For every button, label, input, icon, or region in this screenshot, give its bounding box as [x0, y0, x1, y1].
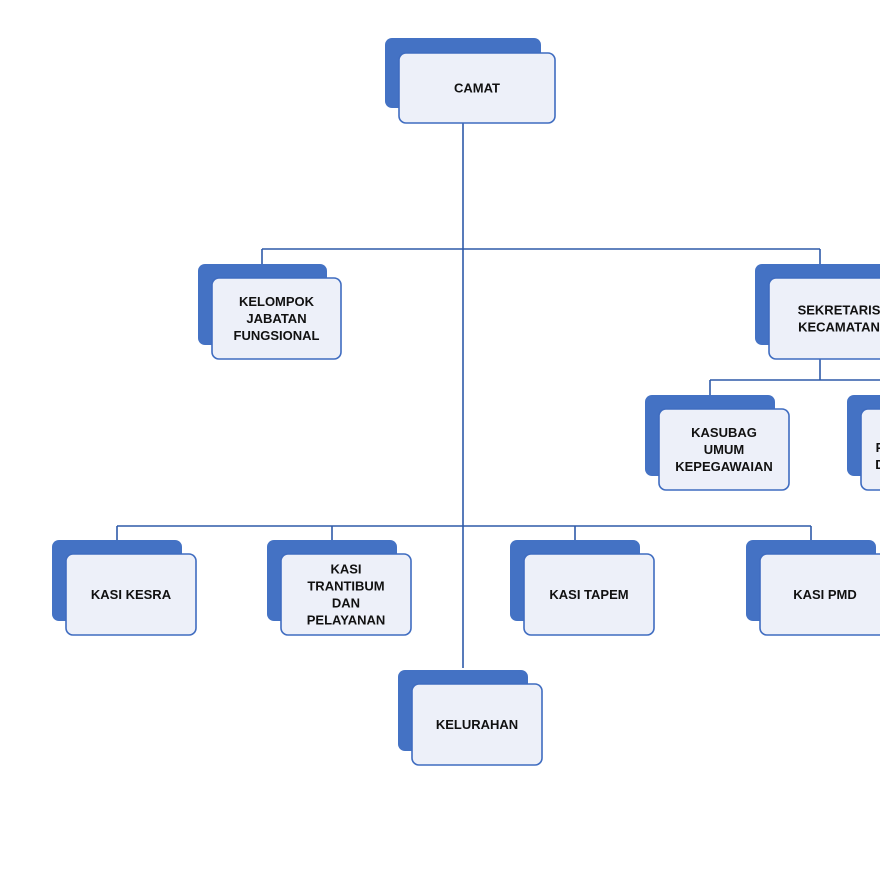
org-node-kasi-trantibum-dan-pelayanan: KASI TRANTIBUM DAN PELAYANAN — [267, 540, 412, 636]
org-node-kasi-tapem: KASI TAPEM — [510, 540, 655, 636]
node-label-line: KASI PMD — [793, 587, 857, 602]
org-node-partial-right-box: PD — [847, 395, 880, 491]
org-node-kasubag-umum-kepegawaian: KASUBAG UMUM KEPEGAWAIAN — [645, 395, 790, 491]
node-label-line: FUNGSIONAL — [234, 328, 320, 343]
org-node-camat: CAMAT — [385, 38, 556, 124]
node-card — [280, 553, 412, 636]
node-card — [759, 553, 880, 636]
node-label-line: KECAMATAN — [798, 320, 880, 335]
node-card — [411, 683, 543, 766]
node-label-line: KASUBAG — [691, 425, 757, 440]
node-card — [860, 408, 880, 491]
node-label-line: KASI KESRA — [91, 587, 172, 602]
org-node-kelompok-jabatan-fungsional: KELOMPOK JABATAN FUNGSIONAL — [198, 264, 342, 360]
node-label-line: KASI — [330, 562, 361, 577]
connector-lines — [116, 123, 880, 668]
node-label-line: DAN — [332, 596, 360, 611]
node-label-line: PELAYANAN — [307, 613, 386, 628]
node-label-line: CAMAT — [454, 81, 500, 96]
node-label-line: UMUM — [704, 442, 744, 457]
node-card — [65, 553, 197, 636]
node-card — [398, 52, 556, 124]
node-card — [658, 408, 790, 491]
node-label-line: KEPEGAWAIAN — [675, 459, 773, 474]
org-nodes: CAMAT KELOMPOK JABATAN FUNGSIONAL SEKRETARIS… — [52, 38, 880, 766]
org-node-kasi-kesra: KASI KESRA — [52, 540, 197, 636]
node-label-line: TRANTIBUM — [307, 579, 384, 594]
node-card — [768, 277, 880, 360]
node-label-line: P — [876, 440, 880, 455]
node-label-line: KELOMPOK — [239, 294, 315, 309]
org-node-kelurahan: KELURAHAN — [398, 670, 543, 766]
node-label-line: D — [875, 457, 880, 472]
node-label-line: JABATAN — [246, 311, 306, 326]
node-card — [211, 277, 342, 360]
node-label-line: KELURAHAN — [436, 717, 518, 732]
org-node-sekretaris-kecamatan: SEKRETARIS KECAMATAN — [755, 264, 880, 360]
node-label-line: SEKRETARIS — [798, 303, 880, 318]
node-card — [523, 553, 655, 636]
node-label-line: KASI TAPEM — [549, 587, 628, 602]
org-node-kasi-pmd: KASI PMD — [746, 540, 880, 636]
